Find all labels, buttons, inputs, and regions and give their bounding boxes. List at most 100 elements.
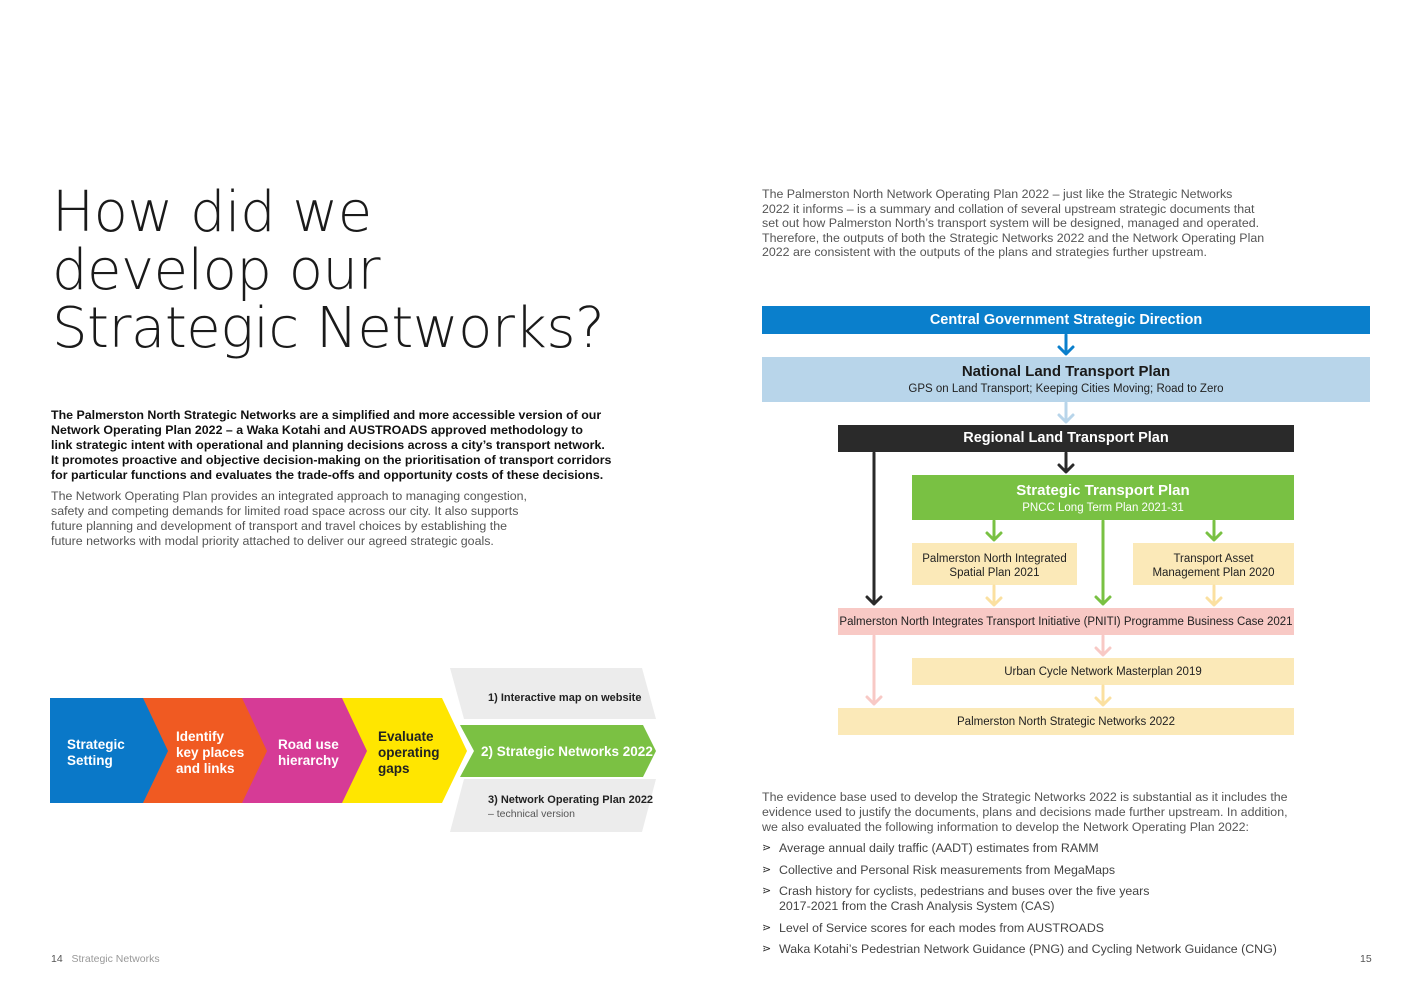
lead-line: The Palmerston North Strategic Networks … xyxy=(51,408,602,422)
central-box xyxy=(762,306,1370,334)
title-line: Strategic Networks? xyxy=(52,296,605,361)
chevron-right-icon: ⋗ xyxy=(762,885,772,897)
step-line: Identify xyxy=(176,729,225,744)
output-strategic-networks: 2) Strategic Networks 2022 xyxy=(481,744,653,759)
step4-shape xyxy=(340,698,467,803)
arrow-nltp-rltp xyxy=(1057,401,1075,424)
label-line: Palmerston North Integrated xyxy=(922,553,1067,565)
step-identify-key-places: Identify key places and links xyxy=(176,729,244,777)
lead-line: It promotes proactive and objective deci… xyxy=(51,453,612,467)
step-strategic-setting: Strategic Setting xyxy=(67,737,125,769)
arrow-stp-spatial xyxy=(985,519,1003,542)
evidence-line: we also evaluated the following informat… xyxy=(762,820,1249,834)
arrow-pniti-networks xyxy=(865,634,883,706)
stp-subtitle: PNCC Long Term Plan 2021-31 xyxy=(1022,502,1184,514)
cycle-box xyxy=(912,658,1294,685)
right-intro-paragraph: The Palmerston North Network Operating P… xyxy=(762,187,1282,260)
label-line: Management Plan 2020 xyxy=(1152,567,1275,579)
output-title: 3) Network Operating Plan 2022 xyxy=(488,794,654,806)
chevron-right-icon: ⋗ xyxy=(762,943,772,955)
chevron-right-icon: ⋗ xyxy=(762,921,772,934)
step-line: and links xyxy=(176,761,235,776)
rltp-box xyxy=(838,425,1294,452)
stp-title: Strategic Transport Plan xyxy=(1016,482,1190,499)
plan-hierarchy-diagram xyxy=(762,306,1370,735)
step-line: Setting xyxy=(67,753,113,768)
page-number: 15 xyxy=(1360,953,1372,965)
intro-line: safety and competing demands for limited… xyxy=(51,504,519,518)
item-text: 2017-2021 from the Crash Analysis System… xyxy=(779,899,1055,913)
nltp-title: National Land Transport Plan xyxy=(961,363,1171,380)
lead-paragraph: The Palmerston North Strategic Networks … xyxy=(51,408,612,483)
nltp-box xyxy=(762,357,1370,402)
output-network-operating-plan: 3) Network Operating Plan 2022 – technic… xyxy=(488,793,653,821)
step-line: Road use xyxy=(278,737,339,752)
asset-box xyxy=(1133,543,1294,585)
intro-line: future networks with modal priority atta… xyxy=(51,534,494,548)
step-line: Evaluate xyxy=(378,729,434,744)
arrow-stp-pniti xyxy=(1094,519,1112,606)
output-interactive-map: 1) Interactive map on website xyxy=(488,692,642,704)
rltp-label: Regional Land Transport Plan xyxy=(963,430,1169,446)
item-text: Crash history for cyclists, pedestrians … xyxy=(779,884,1150,898)
arrow-asset-pniti xyxy=(1205,584,1223,607)
intro-line: 2022 it informs – is a summary and colla… xyxy=(762,201,1255,216)
spatial-plan-label: Palmerston North Integrated Spatial Plan… xyxy=(912,552,1077,580)
output-subtitle: – technical version xyxy=(488,808,575,820)
arrow-rltp-stp xyxy=(1057,451,1075,474)
step3-shape xyxy=(240,698,367,803)
page-title: How did we develop our Strategic Network… xyxy=(52,184,672,358)
step-line: Strategic xyxy=(67,737,125,752)
intro-line: set out how Palmerston North’s transport… xyxy=(762,216,1260,231)
stp-box xyxy=(912,475,1294,520)
list-item: ⋗Waka Kotahi’s Pedestrian Network Guidan… xyxy=(762,942,1322,957)
evidence-list: ⋗ Average annual daily traffic (AADT) est… xyxy=(762,841,1322,964)
step1-shape xyxy=(50,698,168,803)
nltp-subtitle: GPS on Land Transport; Keeping Cities Mo… xyxy=(908,383,1224,395)
lead-line: link strategic intent with operational a… xyxy=(51,438,605,452)
arrow-stp-asset xyxy=(1205,519,1223,542)
option3-shape xyxy=(450,779,656,832)
item-text: Level of Service scores for each modes f… xyxy=(779,920,1105,935)
title-line: develop our xyxy=(52,238,381,303)
intro-line: The Palmerston North Network Operating P… xyxy=(762,187,1233,201)
intro-line: future planning and development of trans… xyxy=(51,519,507,533)
list-item: ⋗ Level of Service scores for each modes … xyxy=(762,921,1322,936)
step-evaluate-operating-gaps: Evaluate operating gaps xyxy=(378,729,440,777)
evidence-line: evidence used to justify the documents, … xyxy=(762,805,1288,819)
arrow-spatial-pniti xyxy=(985,584,1003,607)
lead-line: Network Operating Plan 2022 – a Waka Kot… xyxy=(51,423,583,437)
footer-right: 15 xyxy=(1360,953,1372,965)
step2-shape xyxy=(140,698,267,803)
option1-shape xyxy=(450,668,656,719)
arrow-rltp-pniti xyxy=(865,451,883,606)
footer-label: Strategic Networks xyxy=(71,953,160,965)
intro-line: Therefore, the outputs of both the Strat… xyxy=(762,230,1265,245)
intro-line: The Network Operating Plan provides an i… xyxy=(51,489,527,503)
label-line: Spatial Plan 2021 xyxy=(949,567,1040,579)
option2-shape xyxy=(460,725,656,777)
title-line: How did we xyxy=(52,180,372,245)
intro-line: 2022 are consistent with the outputs of … xyxy=(762,245,1207,260)
label-line: Transport Asset xyxy=(1173,553,1254,565)
step-line: gaps xyxy=(378,761,410,776)
step-line: key places xyxy=(176,745,245,760)
footer-left: 14 Strategic Networks xyxy=(51,953,160,965)
evidence-line: The evidence base used to develop the St… xyxy=(762,790,1288,804)
arrow-cycle-networks xyxy=(1094,684,1112,707)
item-text: Average annual daily traffic (AADT) esti… xyxy=(779,841,1099,855)
list-item: ⋗ Crash history for cyclists, pedestrians… xyxy=(762,884,1322,914)
chevron-right-icon: ⋗ xyxy=(762,842,772,854)
spatial-box xyxy=(912,543,1077,585)
central-government-label: Central Government Strategic Direction xyxy=(929,312,1203,328)
step-road-use-hierarchy: Road use hierarchy xyxy=(278,737,339,769)
arrow-pniti-cycle xyxy=(1094,634,1112,657)
item-text: Collective and Personal Risk measurement… xyxy=(779,862,1116,877)
asset-plan-label: Transport Asset Management Plan 2020 xyxy=(1133,552,1294,580)
step-line: hierarchy xyxy=(278,753,339,768)
step-line: operating xyxy=(378,745,440,760)
list-item: ⋗ Average annual daily traffic (AADT) est… xyxy=(762,841,1322,856)
pniti-label: Palmerston North Integrates Transport In… xyxy=(839,616,1293,628)
arrow-central-nltp xyxy=(1057,333,1075,356)
lead-line: for particular functions and evaluates t… xyxy=(51,468,604,482)
